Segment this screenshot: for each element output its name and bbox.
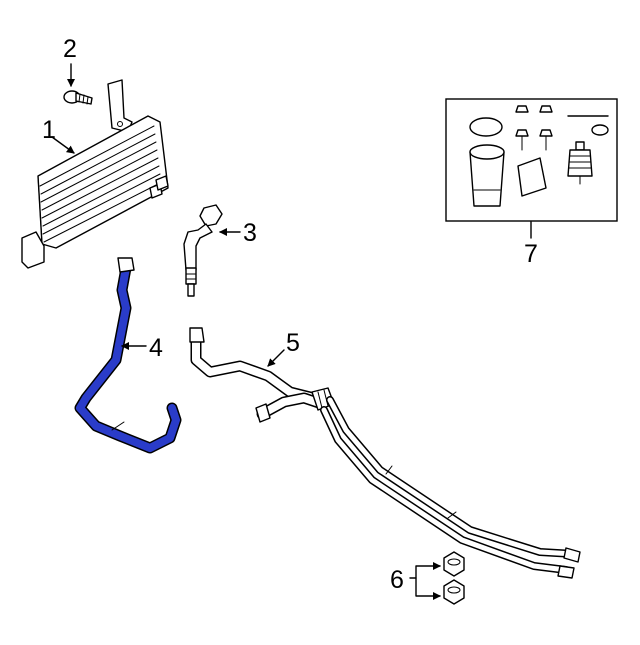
- cooler-body: [37, 115, 169, 249]
- upper-tube-fill: [192, 330, 326, 404]
- callout-4[interactable]: 4: [149, 334, 163, 362]
- nut-upper: [443, 551, 465, 577]
- long-line-b: [321, 407, 569, 573]
- line-end-b: [557, 565, 575, 579]
- kit-instructions: [517, 157, 547, 197]
- callout-5[interactable]: 5: [286, 329, 300, 357]
- hose-body: [76, 264, 180, 452]
- leader-6b: [415, 577, 441, 600]
- cooler-bracket: [107, 79, 133, 133]
- long-line-a: [327, 397, 577, 557]
- kit-clamp: [591, 124, 609, 136]
- cooler-lines[interactable]: [189, 327, 581, 579]
- upper-tube-end: [189, 327, 205, 343]
- connector-elbow: [183, 223, 213, 271]
- leader-6a: [409, 562, 441, 579]
- connector-top: [199, 204, 223, 227]
- callout-leaders: [51, 63, 532, 600]
- leader-1: [51, 136, 75, 154]
- kit-cup: [469, 151, 505, 207]
- leader-5: [267, 349, 285, 367]
- oil-cooler[interactable]: [21, 79, 169, 269]
- callout-6[interactable]: 6: [390, 566, 404, 594]
- cooler-foot: [21, 231, 45, 269]
- line-end-a: [563, 547, 581, 563]
- bracket-hole: [117, 121, 123, 127]
- callout-3[interactable]: 3: [243, 219, 257, 247]
- lower-tube-end: [255, 403, 271, 423]
- kit-bolts: [515, 105, 553, 151]
- bolt[interactable]: [63, 90, 93, 105]
- nuts[interactable]: [443, 551, 465, 605]
- nut-lower: [443, 579, 465, 605]
- kit-cap: [469, 117, 503, 137]
- callout-1[interactable]: 1: [42, 116, 56, 144]
- callout-7[interactable]: 7: [524, 240, 538, 268]
- cooler-fins: [39, 125, 163, 243]
- callout-2[interactable]: 2: [63, 35, 77, 63]
- connector-tip: [187, 283, 195, 297]
- cooler-kit[interactable]: [445, 98, 618, 222]
- callout-numbers: 1 2 3 4 5 6 7: [42, 35, 538, 594]
- kit-filter: [567, 149, 593, 177]
- hose-end-fitting: [117, 257, 135, 273]
- connector-tube[interactable]: [183, 204, 223, 297]
- cooler-hose[interactable]: [74, 257, 182, 454]
